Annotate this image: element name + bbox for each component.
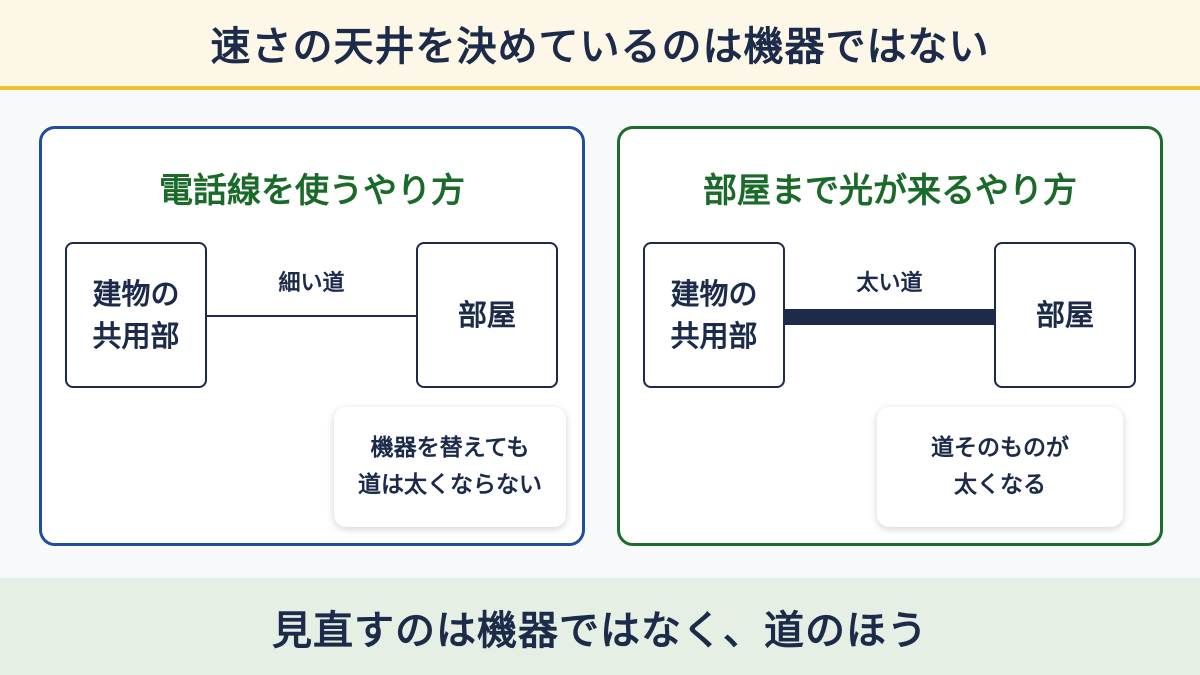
conclusion-text: 見直すのは機器ではなく、道のほう — [272, 607, 928, 654]
node-building-common-area: 建物の 共用部 — [65, 242, 207, 388]
node-label: 部屋 — [1035, 297, 1094, 332]
panel-phone-line: 電話線を使うやり方 建物の 共用部 細い道 部屋 機器を替えても 道は太くならな… — [39, 126, 585, 546]
node-room: 部屋 — [416, 242, 558, 388]
link-label-thin: 細い道 — [278, 271, 345, 296]
page-title: 速さの天井を決めているのは機器ではない — [210, 24, 990, 70]
node-label: 部屋 — [457, 297, 516, 332]
note-text: 道そのものが 太くなる — [931, 435, 1069, 498]
header-banner: 速さの天井を決めているのは機器ではない — [0, 0, 1200, 90]
note-card: 機器を替えても 道は太くならない — [334, 407, 566, 527]
node-building-common-area: 建物の 共用部 — [643, 242, 785, 388]
connection-thick-line — [785, 309, 994, 325]
panel-title-phone-line: 電話線を使うやり方 — [159, 171, 465, 211]
footer-banner: 見直すのは機器ではなく、道のほう — [0, 578, 1200, 675]
connection-thin-line — [207, 315, 416, 317]
panel-title-fiber: 部屋まで光が来るやり方 — [703, 171, 1077, 211]
node-room: 部屋 — [994, 242, 1136, 388]
link-label-thick: 太い道 — [856, 271, 923, 296]
node-label: 建物の 共用部 — [92, 276, 180, 353]
panel-fiber-to-room: 部屋まで光が来るやり方 建物の 共用部 太い道 部屋 道そのものが 太くなる — [617, 126, 1163, 546]
note-text: 機器を替えても 道は太くならない — [358, 435, 542, 498]
note-card: 道そのものが 太くなる — [877, 407, 1123, 527]
node-label: 建物の 共用部 — [670, 276, 758, 353]
